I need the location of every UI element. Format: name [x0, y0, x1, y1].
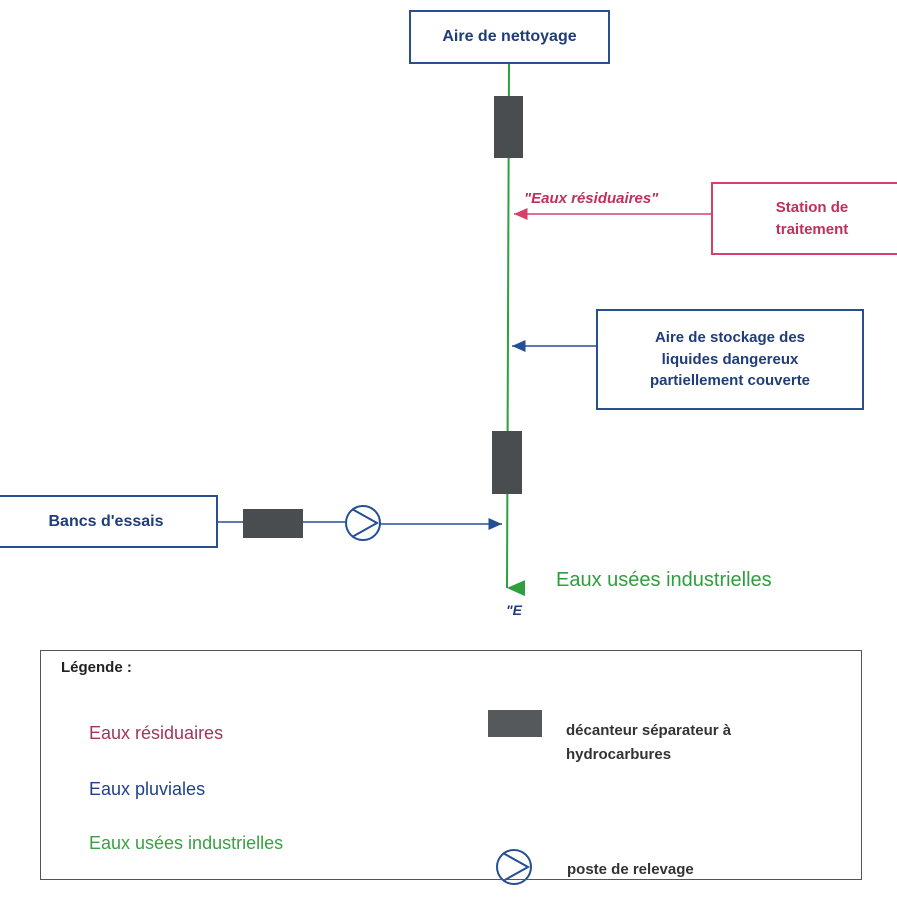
label-bottom-fragment: "E [506, 602, 522, 618]
box-station-traitement: Station de traitement [711, 182, 897, 255]
legend-item-pluviales: Eaux pluviales [89, 779, 206, 799]
legend-item-pump: poste de relevage [567, 861, 694, 878]
legend-item-separator: décanteur séparateur à hydrocarbures [566, 722, 732, 763]
label-eaux-residuaires: "Eaux résiduaires" [524, 190, 659, 207]
legend-box: Légende : Eaux résiduaires Eaux pluviale… [40, 650, 862, 880]
legend-title: Légende : [61, 659, 132, 676]
label-eaux-usees: Eaux usées industrielles [556, 569, 772, 591]
pump-icon [345, 505, 381, 541]
legend-item-residuaires: Eaux résiduaires [89, 723, 224, 743]
separator-icon-bancs [243, 509, 303, 538]
box-aire-stockage-label: Aire de stockage des liquides dangereux … [649, 328, 811, 390]
legend-item-usees: Eaux usées industrielles [89, 833, 284, 853]
separator-icon-middle [492, 431, 522, 494]
box-aire-nettoyage: Aire de nettoyage [409, 10, 610, 64]
box-aire-stockage: Aire de stockage des liquides dangereux … [596, 309, 864, 410]
separator-icon-top [494, 96, 523, 158]
box-aire-nettoyage-label: Aire de nettoyage [442, 28, 577, 46]
legend-separator-icon [488, 710, 542, 737]
box-bancs-label: Bancs d'essais [48, 512, 164, 530]
box-bancs-essais: Bancs d'essais [0, 495, 218, 548]
legend-pump-icon [496, 849, 532, 885]
box-station-label: Station de traitement [775, 198, 849, 238]
